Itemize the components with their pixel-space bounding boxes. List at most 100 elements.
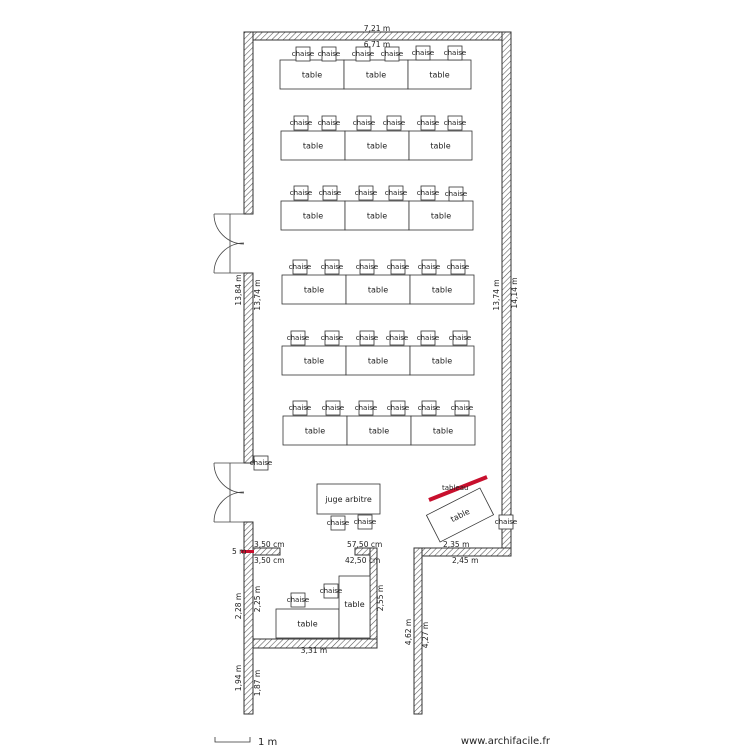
table-label: table <box>429 71 449 80</box>
dim-room-left-outer: 2,28 m <box>234 593 243 619</box>
chair: chaise <box>290 185 312 201</box>
chair-label: chaise <box>386 334 408 342</box>
table: table <box>338 575 371 639</box>
referee-label: juge arbitre <box>324 495 372 504</box>
table: table <box>408 200 474 231</box>
table-label: table <box>431 212 451 221</box>
dim-stub-left-top: 3,50 cm <box>254 540 285 549</box>
chair: chaise <box>321 330 343 346</box>
chair: chaise <box>387 400 409 416</box>
chair: chaise <box>418 400 440 416</box>
watermark: www.archifacile.fr <box>461 736 551 747</box>
table: table <box>409 274 475 305</box>
dim-corridor-right-inner: 4,62 m <box>404 619 413 645</box>
red-marker <box>241 550 254 553</box>
table: table <box>407 59 472 90</box>
chair-label: chaise <box>449 334 471 342</box>
chair: chaise <box>354 514 376 530</box>
door-upper <box>213 213 245 274</box>
chair: chaise <box>320 583 342 599</box>
scale-bar: 1 m <box>214 737 277 748</box>
dimensions: 7,21 m 6,71 m 13,84 m 13,74 m 13,74 m 14… <box>232 24 519 696</box>
chair: chaise <box>318 115 340 131</box>
chair: chaise <box>444 45 466 61</box>
chair-label: chaise <box>387 263 409 271</box>
chair: chaise <box>322 400 344 416</box>
table-label: table <box>368 286 388 295</box>
chair: chaise <box>287 592 309 608</box>
table-label: table <box>303 212 323 221</box>
chair: chaise <box>319 185 341 201</box>
chair: chaise <box>355 400 377 416</box>
chair: chaise <box>418 259 440 275</box>
table-label: table <box>367 212 387 221</box>
chair: chaise <box>318 46 340 62</box>
chair: chaise <box>290 115 312 131</box>
dim-stub-left-bottom: 3,50 cm <box>254 556 285 565</box>
chair: chaise <box>387 259 409 275</box>
chair-label: chaise <box>418 404 440 412</box>
chair: chaise <box>447 259 469 275</box>
table-label: table <box>367 142 387 151</box>
board-table: table <box>425 487 495 543</box>
chair: chaise <box>356 259 378 275</box>
table-label: table <box>304 357 324 366</box>
table-label: table <box>368 357 388 366</box>
chair-label: chaise <box>495 518 517 526</box>
chair: chaise <box>417 330 439 346</box>
chair: chaise <box>495 514 517 530</box>
chair-label: chaise <box>356 263 378 271</box>
chair: chaise <box>445 186 467 202</box>
chair-label: chaise <box>447 263 469 271</box>
table-label: table <box>432 286 452 295</box>
dim-corridor-left-outer: 1,94 m <box>234 665 243 691</box>
table: table <box>345 274 411 305</box>
chair: chaise <box>327 515 349 531</box>
chair-label: chaise <box>418 263 440 271</box>
chair: chaise <box>449 330 471 346</box>
referee-table: juge arbitre <box>316 483 381 515</box>
chair-label: chaise <box>417 334 439 342</box>
dim-stub-red: 5 m <box>232 547 246 556</box>
chair-label: chaise <box>318 119 340 127</box>
table-label: table <box>303 142 323 151</box>
chair-label: chaise <box>320 587 342 595</box>
table: table <box>281 274 347 305</box>
dim-corridor-left-inner: 1,87 m <box>253 670 262 696</box>
wall-room-bottom <box>252 638 378 649</box>
chair-label: chaise <box>321 263 343 271</box>
chair: chaise <box>381 46 403 62</box>
table: table <box>410 415 476 446</box>
chair-label: chaise <box>327 519 349 527</box>
table: table <box>345 345 411 376</box>
chair-label: chaise <box>287 596 309 604</box>
chair-label: chaise <box>355 189 377 197</box>
table: table <box>346 415 412 446</box>
dim-top-outer: 7,21 m <box>364 24 390 33</box>
chair-label: chaise <box>451 404 473 412</box>
chair-label: chaise <box>383 119 405 127</box>
table-label: table <box>344 600 364 609</box>
table-label: table <box>430 142 450 151</box>
wall-left-lower <box>243 521 254 715</box>
table-label: table <box>297 620 317 629</box>
dim-left-inner: 13,74 m <box>253 279 262 310</box>
wall-corridor-right <box>413 547 423 715</box>
chair: chaise <box>417 185 439 201</box>
table-label: table <box>433 427 453 436</box>
chair-label: chaise <box>445 190 467 198</box>
chair-label: chaise <box>417 189 439 197</box>
chair: chaise <box>355 185 377 201</box>
chair-label: chaise <box>381 50 403 58</box>
chair-label: chaise <box>322 404 344 412</box>
chair: chaise <box>353 115 375 131</box>
chair-label: chaise <box>290 189 312 197</box>
table-label: table <box>366 71 386 80</box>
table: table <box>280 200 346 231</box>
chair: chaise <box>356 330 378 346</box>
chair-label: chaise <box>417 119 439 127</box>
chairs-layer: chaise chaise chaise chaise chaise chaise chai… <box>250 45 517 608</box>
table: table <box>409 345 475 376</box>
wall-alcove-bottom <box>413 547 512 557</box>
chair: chaise <box>412 45 434 61</box>
